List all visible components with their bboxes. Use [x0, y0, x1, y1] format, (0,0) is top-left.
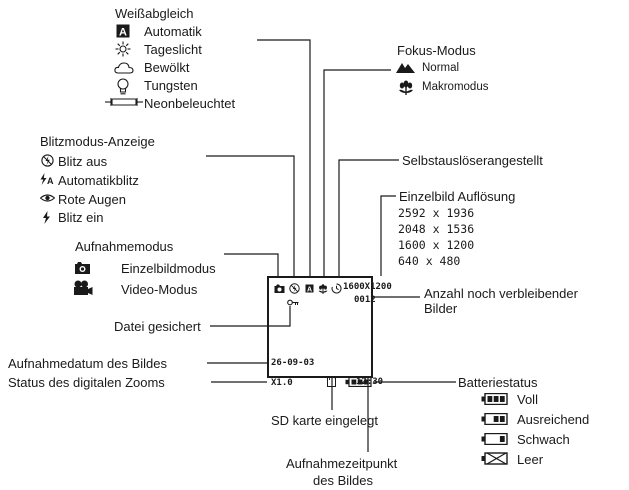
video-camera-icon	[74, 280, 93, 295]
flash-mode-title: Blitzmodus-Anzeige	[40, 134, 155, 149]
resolution-item-2592: 2592 x 1936	[398, 206, 475, 220]
white-balance-item-daylight: Tageslicht	[144, 42, 202, 57]
lcd-date: 26-09-03	[271, 358, 315, 368]
focus-macro-flower-icon	[399, 80, 413, 95]
lcd-self-timer-icon	[331, 283, 342, 294]
red-eye-icon	[40, 194, 55, 202]
flash-item-red-eye: Rote Augen	[58, 192, 126, 207]
lcd-still-camera-icon	[274, 284, 285, 293]
tungsten-bulb-icon	[117, 78, 129, 95]
capture-date-label: Aufnahmedatum des Bildes	[8, 356, 167, 371]
white-balance-item-auto: Automatik	[144, 24, 202, 39]
focus-item-macro: Makromodus	[422, 81, 489, 93]
daylight-sun-icon	[115, 41, 131, 57]
capture-time-label-line2: des Bildes	[313, 473, 373, 488]
cloudy-icon	[114, 62, 134, 74]
resolution-item-1600: 1600 x 1200	[398, 238, 475, 252]
callout-line-self-timer	[338, 159, 399, 276]
callout-line-protected	[210, 306, 291, 327]
battery-item-full: Voll	[517, 392, 538, 407]
lcd-resolution: 1600X1200	[343, 282, 392, 292]
lcd-white-balance-icon: A	[305, 284, 314, 293]
remaining-count-label-line2: Bilder	[424, 301, 458, 316]
flash-off-icon	[41, 154, 54, 167]
white-balance-item-tungsten: Tungsten	[144, 78, 198, 93]
flash-item-auto: Automatikblitz	[58, 173, 139, 188]
battery-item-low: Schwach	[517, 432, 570, 447]
capture-mode-title: Aufnahmemodus	[75, 239, 174, 254]
resolution-item-2048: 2048 x 1536	[398, 222, 475, 236]
lcd-remaining-count: 0012	[354, 295, 376, 305]
flash-on-icon	[43, 211, 50, 224]
svg-text:A: A	[119, 27, 127, 39]
still-camera-icon	[75, 262, 90, 274]
lcd-key-lock-icon	[287, 299, 299, 306]
white-balance-item-cloudy: Bewölkt	[144, 60, 190, 75]
battery-empty-icon	[481, 452, 508, 465]
capture-mode-item-video: Video-Modus	[121, 282, 198, 297]
svg-text:A: A	[307, 287, 312, 294]
self-timer-label: Selbstauslöserangestellt	[402, 153, 543, 168]
callout-line-white-balance	[257, 39, 311, 276]
callout-line-resolution	[380, 195, 396, 276]
white-balance-auto-icon: A	[116, 24, 130, 38]
resolution-title: Einzelbild Auflösung	[399, 189, 516, 204]
focus-mode-title: Fokus-Modus	[397, 43, 476, 58]
protected-file-label: Datei gesichert	[114, 319, 201, 334]
capture-mode-item-still: Einzelbildmodus	[121, 261, 216, 276]
lcd-screen: A 1600X1200 0012 26-09-03 X1.0	[267, 276, 392, 388]
callout-line-flash	[206, 155, 295, 276]
battery-item-empty: Leer	[517, 452, 544, 467]
lcd-sd-card-icon	[327, 376, 336, 387]
battery-item-medium: Ausreichend	[517, 412, 590, 427]
remaining-count-label-line1: Anzahl noch verbleibender	[424, 286, 578, 301]
white-balance-item-fluorescent: Neonbeleuchtet	[144, 96, 236, 111]
lcd-macro-flower-icon	[318, 284, 328, 294]
resolution-item-640: 640 x 480	[398, 254, 461, 268]
callout-line-focus	[323, 69, 391, 276]
focus-item-normal: Normal	[422, 62, 460, 74]
battery-full-icon	[481, 393, 508, 405]
svg-text:A: A	[47, 176, 54, 185]
battery-low-icon	[481, 433, 508, 445]
lcd-time: 12:30	[356, 377, 384, 387]
battery-status-title: Batteriestatus	[458, 375, 538, 390]
white-balance-title: Weißabgleich	[115, 6, 194, 21]
digital-zoom-status-label: Status des digitalen Zooms	[8, 375, 165, 390]
fluorescent-tube-icon	[105, 98, 143, 106]
lcd-zoom: X1.0	[271, 378, 293, 388]
flash-item-on: Blitz ein	[58, 210, 104, 225]
lcd-flash-off-icon	[289, 283, 300, 294]
battery-medium-icon	[481, 413, 508, 425]
lcd-battery-icon	[345, 377, 372, 387]
flash-item-off: Blitz aus	[58, 154, 108, 169]
focus-normal-mountain-icon	[396, 63, 415, 73]
flash-auto-icon: A	[40, 173, 54, 185]
callout-line-capture-mode	[224, 253, 279, 276]
sd-card-inserted-label: SD karte eingelegt	[271, 413, 378, 428]
capture-time-label-line1: Aufnahmezeitpunkt	[286, 456, 398, 471]
